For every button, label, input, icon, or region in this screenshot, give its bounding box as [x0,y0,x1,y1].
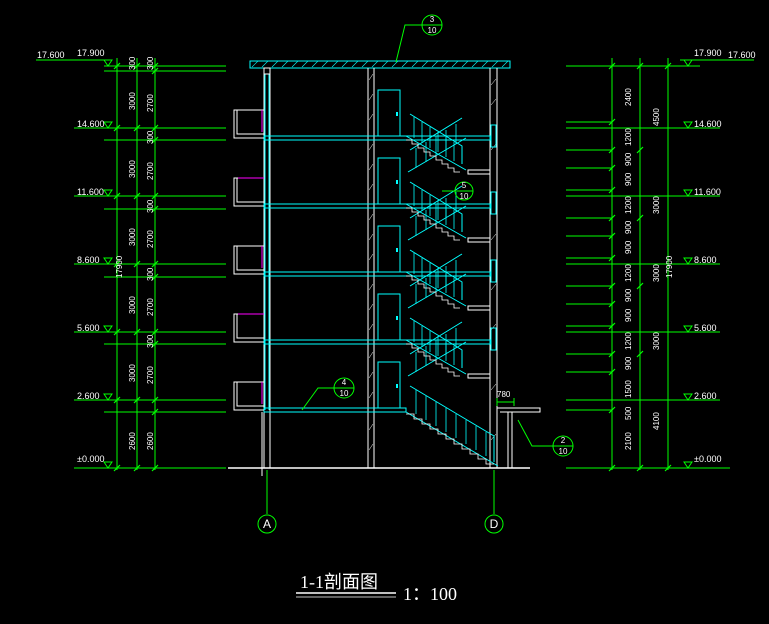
level-label: 17.600 [37,50,65,60]
dim-text-total: 17900 [665,255,674,278]
stair-flights [405,113,499,467]
callout-number: 2 [561,436,566,445]
dim-text: 2700 [146,230,155,248]
left-level-labels: 17.900 17.600 14.600 11.600 8.600 5.600 … [37,48,105,464]
detail-callout-2: 2 10 [517,419,574,457]
callout-sheet: 10 [340,389,349,398]
dim-text: 3000 [128,92,137,110]
dim-text: 2400 [624,88,633,106]
detail-callout-3: 3 10 [395,14,443,63]
level-label: 2.600 [694,391,717,401]
detail-callout-4: 4 10 [301,377,355,411]
dim-text: 3000 [128,364,137,382]
dim-text: 500 [624,406,633,420]
dim-text: 2100 [624,432,633,450]
dim-text: 2700 [146,298,155,316]
level-label: 17.900 [694,48,722,58]
axis-grid [257,470,504,534]
level-label: 11.600 [77,187,104,197]
dim-text: 2600 [146,432,155,450]
level-label: ±0.000 [694,454,721,464]
left-dimension-texts: 300 3000 3000 3000 3000 3000 2600 300 27… [115,56,155,450]
dim-text: 900 [624,172,633,186]
dim-text: 1500 [624,380,633,398]
dim-text: 4100 [652,412,661,430]
right-dimension-system [566,58,754,472]
callout-number: 5 [462,181,467,190]
dim-text: 300 [146,199,155,213]
dim-text: 300 [146,267,155,281]
dim-text: 300 [146,56,155,70]
dim-text: 4500 [652,108,661,126]
level-label: 14.600 [77,119,105,129]
dim-text: 300 [128,56,137,70]
dim-text: 300 [146,334,155,348]
drawing-scale: 1：100 [403,584,457,604]
right-level-labels: 17.900 17.600 14.600 11.600 8.600 5.600 … [694,48,756,464]
dim-text-total: 17900 [115,255,124,278]
dim-text: 900 [624,152,633,166]
callout-sheet: 10 [460,192,469,201]
left-dimension-system [36,58,226,472]
callout-sheet: 10 [559,447,568,456]
level-label: 14.600 [694,119,722,129]
level-label: 2.600 [77,391,100,401]
dim-text: 1200 [624,332,633,350]
dim-text: 900 [624,240,633,254]
level-label: 8.600 [77,255,100,265]
callout-sheet: 10 [428,26,437,35]
stair-width-dim: 780 [497,390,511,399]
dim-text: 3000 [652,264,661,282]
level-label: 8.600 [694,255,717,265]
dim-text: 3000 [128,160,137,178]
dim-text: 3000 [652,196,661,214]
dim-text: 2700 [146,94,155,112]
dim-text: 900 [624,308,633,322]
level-label: 5.600 [77,323,100,333]
dim-text: 3000 [128,296,137,314]
level-label: ±0.000 [77,454,104,464]
dim-text: 2700 [146,366,155,384]
level-label: 17.600 [728,50,756,60]
dim-text: 2600 [128,432,137,450]
detail-callout-5: 5 10 [442,181,474,201]
dim-text: 900 [624,220,633,234]
dim-text: 900 [624,356,633,370]
callout-number: 4 [342,378,347,387]
dim-text: 900 [624,288,633,302]
axis-label-a: A [263,517,271,531]
dim-text: 1200 [624,264,633,282]
dim-text: 1200 [624,128,633,146]
dim-text: 1200 [624,196,633,214]
dim-text: 2700 [146,162,155,180]
level-label: 17.900 [77,48,105,58]
dim-text: 300 [146,130,155,144]
axis-label-d: D [490,517,499,531]
building-structure: 780 [228,60,541,476]
level-label: 5.600 [694,323,717,333]
dim-text: 3000 [128,228,137,246]
dim-text: 3000 [652,332,661,350]
drawing-title-block: 1-1剖面图 1：100 [296,572,457,604]
drawing-title: 1-1剖面图 [300,572,378,592]
callout-number: 3 [430,15,435,24]
level-label: 11.600 [694,187,721,197]
right-dimension-texts: 2400 1200 900 900 1200 900 900 1200 900 … [624,88,674,450]
